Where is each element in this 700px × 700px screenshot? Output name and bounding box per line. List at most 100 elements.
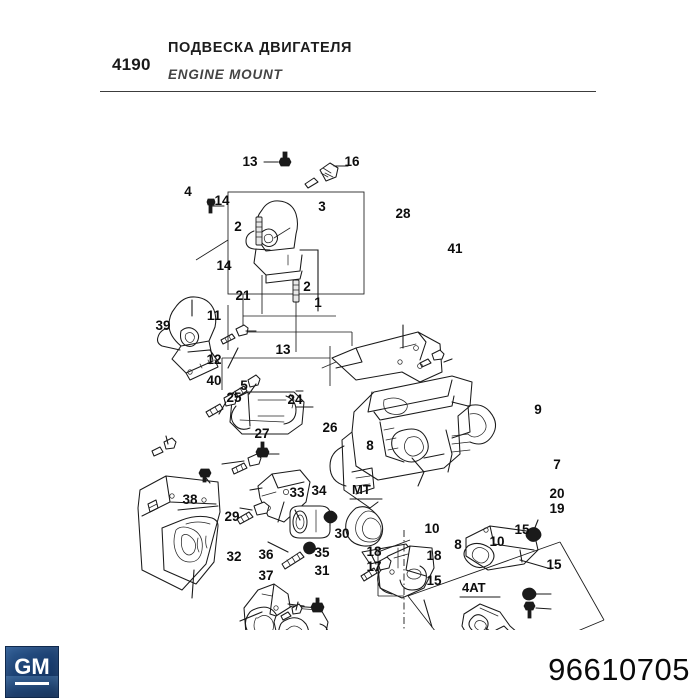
part-12-bolt [231,453,262,475]
logo-gradient-shine [6,676,58,697]
callout-33: 33 [289,485,305,500]
header-divider [100,91,596,92]
diagram-footer: GM 96610705 [0,630,700,700]
callout-13: 13 [275,342,291,357]
callout-leader-lines [165,161,552,628]
callout-15: 15 [426,573,442,588]
callout-34: 34 [311,483,327,498]
callout-19: 19 [549,501,564,516]
part-38-heat-shield [137,475,221,591]
catalog-number: 4190 [112,55,151,74]
part-2-stud-lower [292,279,300,303]
part-10-4at-bracket [461,603,516,630]
part-3-upper-mount-body [245,200,303,284]
callout-25: 25 [226,390,242,405]
part-8-bolt-left [360,556,392,582]
part-13-nut-mid [255,441,270,458]
mt-frame-lines [377,530,411,630]
callout-1: 1 [314,295,322,310]
group-label-4at: 4AT [459,580,501,598]
callout-41: 41 [447,241,463,256]
part-28-support-bracket [321,331,443,383]
gm-logo-text: GM [14,654,50,679]
callout-24: 24 [287,392,303,407]
part-14-bolt-b [220,324,249,345]
part-9-nut [525,527,542,542]
callout-26: 26 [322,420,338,435]
callout-2: 2 [234,219,242,234]
group-label-mt: MT [349,482,383,500]
mt-label-text: MT [352,482,371,497]
part-10-mt-bracket [377,545,435,599]
callout-8: 8 [366,438,374,453]
part-7-at-mount [463,525,539,571]
callout-28: 28 [395,206,411,221]
part-39-bolt [151,437,177,457]
callout-35: 35 [314,545,330,560]
callout-11: 11 [207,308,222,323]
page-title-english: ENGINE MOUNT [168,67,283,82]
part-11-bolt [205,392,238,418]
callout-15: 15 [514,522,530,537]
callout-39: 39 [155,318,170,333]
part-25-bolt [236,501,270,525]
callout-18: 18 [366,544,382,559]
callout-32: 32 [226,549,241,564]
callout-20: 20 [549,486,564,501]
callout-18: 18 [426,548,442,563]
callout-4: 4 [184,184,192,199]
callout-13: 13 [242,154,258,169]
gm-logo: GM [5,646,59,698]
callout-17: 17 [366,559,381,574]
part-1-rear-mount [229,391,305,435]
part-34-nut [310,597,325,613]
callout-31: 31 [314,563,330,578]
part-14-bolt-a [206,198,216,214]
part-2-stud-upper [255,216,263,246]
part-27-bolt [281,541,316,570]
part-19-bolt [523,601,536,619]
callout-7: 7 [553,457,561,472]
callout-8: 8 [454,537,462,552]
part-13-nut-top [278,151,292,167]
callout-29: 29 [224,509,239,524]
callout-14: 14 [216,258,232,273]
callout-37: 37 [258,568,273,583]
part-20-washer [522,587,537,601]
detail-box-item-3 [227,191,365,295]
callout-15: 15 [546,557,562,572]
callout-40: 40 [206,373,221,388]
part-15-bolt-b [495,625,509,630]
part-41-bolt [419,349,445,368]
callout-5: 5 [240,378,248,393]
at-frame-lines [407,541,605,630]
callout-16: 16 [344,154,360,169]
gm-logo-underline [15,682,49,685]
assembly-connector-lines [195,239,353,390]
part-4-engine-mount-bracket [156,296,219,381]
callout-21: 21 [235,288,251,303]
callout-3: 3 [318,199,326,214]
callout-10: 10 [489,534,504,549]
callout-12: 12 [206,352,221,367]
part-33-bolt [280,603,303,621]
part-26-nut [323,510,338,524]
part-number: 96610705 [548,652,690,687]
callout-38: 38 [182,492,198,507]
callout-27: 27 [254,426,269,441]
callout-9: 9 [534,402,542,417]
part-24-bushing [289,505,331,539]
part-16-stud-bolt [304,162,339,189]
part-40-bolt [198,468,212,483]
callout-14: 14 [214,193,230,208]
callout-30: 30 [334,526,349,541]
callout-36: 36 [258,547,274,562]
at-label-text: 4AT [462,580,486,595]
engine-block-illustration [329,375,497,565]
callout-10: 10 [424,521,439,536]
page-title-russian: ПОДВЕСКА ДВИГАТЕЛЯ [168,40,353,56]
diagram-header: 4190 ПОДВЕСКА ДВИГАТЕЛЯ ENGINE MOUNT [0,0,700,100]
callout-2: 2 [303,279,311,294]
